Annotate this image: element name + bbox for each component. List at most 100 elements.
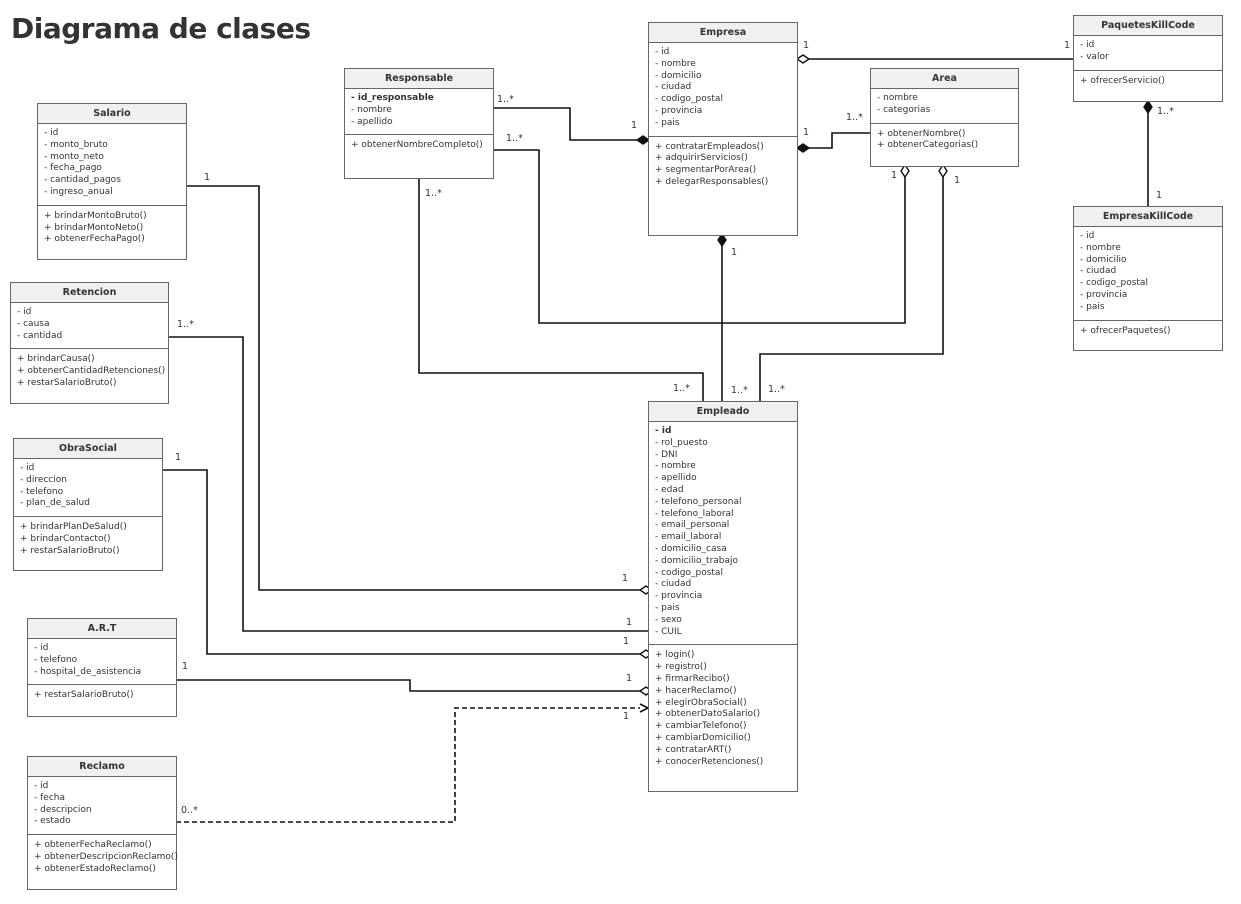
mult-label: 1 <box>803 40 810 51</box>
class-area[interactable]: Area- nombre- categorias+ obtenerNombre(… <box>870 68 1019 167</box>
attributes-section: - id- monto_bruto- monto_neto- fecha_pag… <box>38 124 186 206</box>
dependency-arrowhead <box>639 703 650 713</box>
class-reclamo[interactable]: Reclamo- id- fecha- descripcion- estado+… <box>27 756 178 890</box>
attribute: - email_laboral <box>655 532 722 543</box>
attributes-section: - id_responsable- nombre- apellido <box>345 89 493 136</box>
attribute: - telefono <box>34 654 78 665</box>
assoc-reclamo-empleado <box>176 707 640 823</box>
operation: + obtenerEstadoReclamo() <box>34 863 156 874</box>
attribute: - id <box>34 643 49 653</box>
class-empresakillcode[interactable]: EmpresaKillCode- id- nombre- domicilio- … <box>1073 206 1223 351</box>
class-name: Area <box>871 69 1018 89</box>
attribute: - nombre <box>655 58 696 69</box>
operation: + brindarContacto() <box>20 533 111 544</box>
operation: + contratarART() <box>655 744 732 755</box>
class-empleado[interactable]: Empleado- id- rol_puesto- DNI- nombre- a… <box>648 401 798 792</box>
page-title: Diagrama de clases <box>11 12 311 45</box>
class-salario[interactable]: Salario- id- monto_bruto- monto_neto- fe… <box>37 103 187 260</box>
attribute: - nombre <box>655 461 696 472</box>
operation: + delegarResponsables() <box>655 176 769 187</box>
attribute: - ciudad <box>1080 266 1117 277</box>
operation: + ofrecerPaquetes() <box>1080 325 1171 336</box>
operation: + hacerReclamo() <box>655 685 737 696</box>
operation: + restarSalarioBruto() <box>17 377 117 388</box>
operations-section: + obtenerNombreCompleto() <box>345 135 493 158</box>
attribute: - email_personal <box>655 520 730 531</box>
attribute: - ingreso_anual <box>44 186 113 197</box>
mult-label: 1 <box>1156 190 1163 201</box>
class-art[interactable]: A.R.T- id- telefono- hospital_de_asisten… <box>27 618 177 717</box>
assoc-art-empleado <box>176 679 640 692</box>
attribute: - cantidad_pagos <box>44 175 121 186</box>
attribute: - id <box>1080 40 1095 50</box>
class-paqueteskillcode[interactable]: PaquetesKillCode- id- valor+ ofrecerServ… <box>1073 15 1223 102</box>
attributes-section: - nombre- categorias <box>871 89 1018 124</box>
attribute: - ciudad <box>655 579 692 590</box>
assoc-responsable-area <box>493 149 906 324</box>
operation: + brindarPlanDeSalud() <box>20 522 127 533</box>
operation: + obtenerFechaPago() <box>44 234 145 245</box>
mult-label: 1 <box>182 661 189 672</box>
hollow-diamond-area-a <box>900 163 910 179</box>
mult-label: 1..* <box>177 319 194 330</box>
attribute: - DNI <box>655 449 678 460</box>
attribute: - cantidad <box>17 330 63 341</box>
attribute: - estado <box>34 816 71 827</box>
mult-label: 1 <box>954 175 961 186</box>
mult-label: 1 <box>891 170 898 181</box>
attributes-section: - id- causa- cantidad <box>11 303 168 350</box>
mult-label: 1 <box>622 573 629 584</box>
attribute: - edad <box>655 484 684 495</box>
attributes-section: - id- rol_puesto- DNI- nombre- apellido-… <box>649 422 797 646</box>
operation: + cambiarDomicilio() <box>655 732 751 743</box>
operation: + brindarMontoBruto() <box>44 210 147 221</box>
operation: + registro() <box>655 662 707 673</box>
attribute: - id <box>44 128 59 138</box>
class-name: Responsable <box>345 69 493 89</box>
mult-label: 1 <box>631 120 638 131</box>
attribute: - categorias <box>877 104 931 115</box>
assoc-area-empresa <box>807 132 870 149</box>
attribute: - id <box>655 47 670 57</box>
attribute: - provincia <box>655 105 703 116</box>
class-retencion[interactable]: Retencion- id- causa- cantidad+ brindarC… <box>10 282 169 404</box>
attribute: - telefono_laboral <box>655 508 734 519</box>
assoc-obrasocial-empleado <box>162 469 640 655</box>
attribute: - domicilio <box>1080 254 1127 265</box>
attribute: - plan_de_salud <box>20 498 90 509</box>
operations-section: + ofrecerPaquetes() <box>1074 321 1222 344</box>
assoc-area-empleado <box>759 177 944 401</box>
operation: + restarSalarioBruto() <box>34 690 134 701</box>
attribute: - id_responsable <box>351 93 434 103</box>
attribute: - domicilio_trabajo <box>655 555 739 566</box>
attribute: - id <box>34 781 49 791</box>
assoc-salario-empleado <box>186 185 640 591</box>
attribute: - monto_bruto <box>44 139 108 150</box>
attribute: - telefono <box>20 486 64 497</box>
class-responsable[interactable]: Responsable- id_responsable- nombre- ape… <box>344 68 494 179</box>
class-name: Empresa <box>649 23 797 43</box>
attribute: - codigo_postal <box>1080 278 1148 289</box>
class-empresa[interactable]: Empresa- id- nombre- domicilio- ciudad- … <box>648 22 798 236</box>
attribute: - monto_neto <box>44 151 104 162</box>
attribute: - apellido <box>655 473 697 484</box>
class-obrasocial[interactable]: ObraSocial- id- direccion- telefono- pla… <box>13 438 163 571</box>
operations-section: + obtenerFechaReclamo()+ obtenerDescripc… <box>28 835 178 881</box>
operation: + conocerRetenciones() <box>655 756 764 767</box>
operations-section: + contratarEmpleados()+ adquirirServicio… <box>649 137 797 195</box>
filled-diamond-empresa-area <box>795 143 811 153</box>
attribute: - CUIL <box>655 626 682 637</box>
operations-section: + brindarPlanDeSalud()+ brindarContacto(… <box>14 517 162 563</box>
attribute: - rol_puesto <box>655 437 708 448</box>
attribute: - nombre <box>877 93 918 103</box>
mult-label: 1 <box>175 452 182 463</box>
attribute: - telefono_personal <box>655 496 742 507</box>
assoc-responsable-empresa <box>493 107 637 141</box>
class-name: EmpresaKillCode <box>1074 207 1222 227</box>
attribute: - causa <box>17 318 50 329</box>
attribute: - id <box>17 307 32 317</box>
mult-label: 1..* <box>1157 106 1174 117</box>
mult-label: 1..* <box>673 383 690 394</box>
mult-label: 1 <box>623 636 630 647</box>
attribute: - nombre <box>1080 242 1121 253</box>
